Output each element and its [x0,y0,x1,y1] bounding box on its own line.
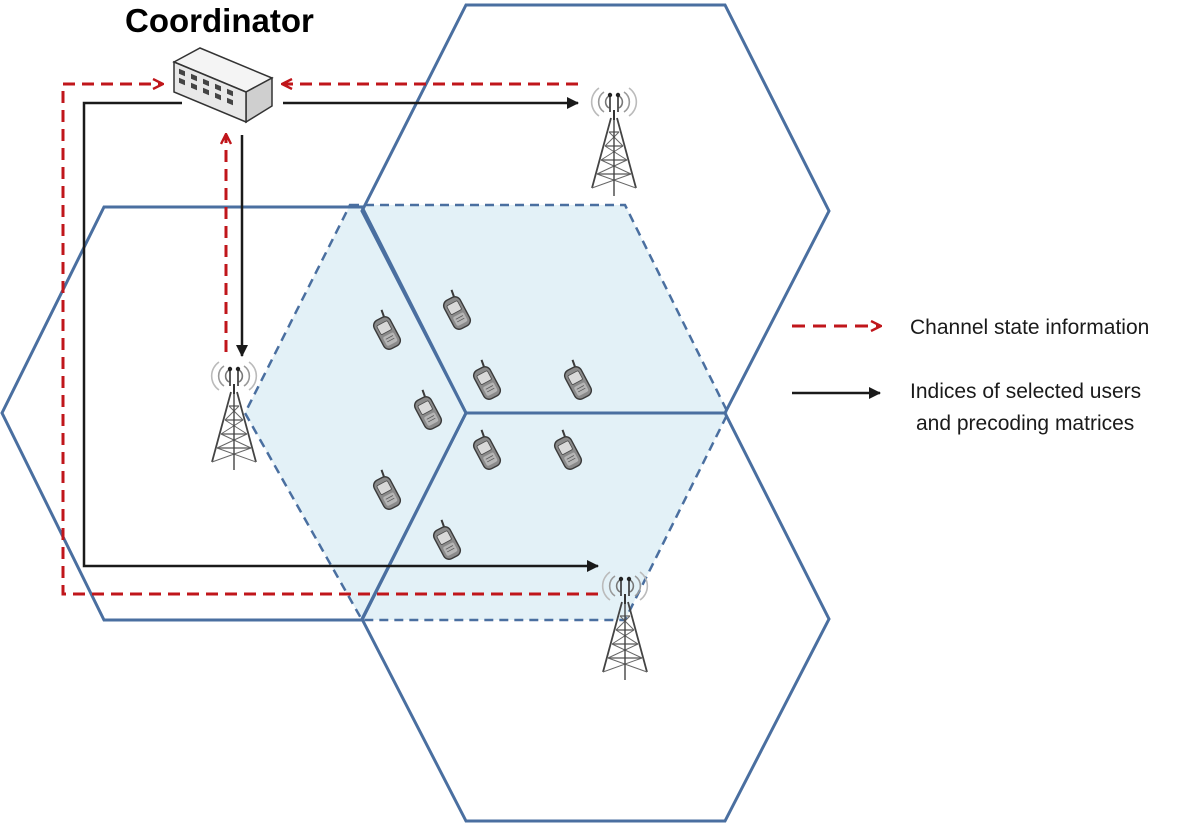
legend-label-csi: Channel state information [910,316,1149,339]
csi-arrow-bottom [61,84,598,596]
control-arrows [82,97,599,572]
coordinator-title: Coordinator [125,2,314,39]
legend-label-indices-line2: and precoding matrices [916,412,1134,435]
legend-label-indices: Indices of selected users and precoding … [910,380,1147,435]
cell-bottom [360,411,831,823]
network-switch-icon [172,47,274,124]
csi-arrows [61,84,598,596]
base-station-top [590,87,638,197]
legend-label-indices-line1: Indices of selected users [910,380,1141,403]
control-arrow-bottom [82,101,599,572]
legend: Channel state information Indices of sel… [792,316,1149,435]
